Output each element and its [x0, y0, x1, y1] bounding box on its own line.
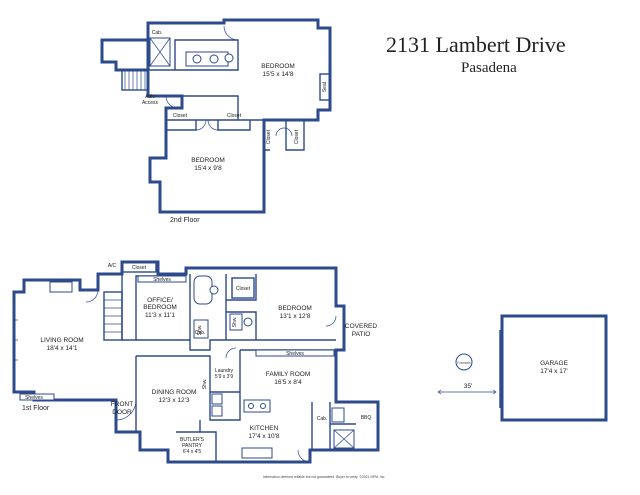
room-dims: 12'3 x 12'3 — [158, 397, 189, 404]
fountain-icon — [455, 353, 473, 371]
room-name: LIVING ROOM — [40, 337, 83, 344]
room-dims: 15'4 x 9'8 — [194, 165, 222, 172]
room-name: BUTLER'S — [180, 437, 205, 443]
closet-label: Closet — [266, 129, 272, 144]
address-title: 2131 Lambert Drive — [386, 32, 566, 57]
distance-label: 35' — [464, 383, 472, 390]
attic-label: Attic — [145, 94, 155, 100]
vanity — [185, 51, 229, 67]
shelves-label: Shelves — [25, 395, 43, 401]
staircase — [121, 69, 149, 91]
city-subtitle: Pasadena — [461, 60, 517, 76]
closet-label: Closet — [294, 129, 300, 144]
closet-label: Closet — [173, 113, 188, 119]
shelves-label: Shelves — [286, 351, 304, 357]
room-name: DINING ROOM — [152, 389, 197, 396]
level-label: 2nd Floor — [170, 217, 200, 224]
toilet-icon — [243, 317, 253, 327]
shelves — [255, 349, 335, 357]
shw-label: Shw. — [197, 325, 203, 336]
window-seat — [319, 73, 331, 101]
room-dims: 17'4 x 17' — [540, 368, 567, 375]
attic-label: Access — [142, 100, 159, 106]
toilet-icon — [224, 53, 234, 63]
shower — [193, 319, 209, 339]
second-floor: Cab. Closet Closet Closet Closet Seat At… — [100, 18, 332, 224]
room-name: PANTRY — [182, 443, 202, 449]
range — [243, 399, 271, 413]
room-dims: 13'1 x 12'8 — [279, 313, 310, 320]
room-name: BEDROOM — [278, 305, 312, 312]
shelves — [137, 275, 187, 283]
ac-label: A/C — [108, 263, 117, 269]
front-door-label: DOOR — [112, 409, 132, 416]
shw-label: Shw. — [232, 317, 238, 328]
closet-label: Closet — [132, 265, 147, 271]
bbq-label: BBQ — [361, 415, 372, 421]
shelves-label: Shelves — [153, 277, 171, 283]
room-dims: 18'4 x 14'1 — [46, 345, 77, 352]
room-name: BEDROOM — [143, 304, 177, 311]
front-door-label: FRONT — [111, 401, 133, 408]
room-name: OFFICE/ — [147, 297, 173, 304]
room-dims: 15'5 x 14'8 — [262, 71, 293, 78]
sink-icon — [209, 54, 219, 64]
sink — [241, 447, 273, 459]
level-label: 1st Floor — [22, 405, 50, 412]
toilet-icon — [209, 285, 219, 295]
disclaimer: Information deemed reliable but not guar… — [263, 475, 386, 479]
first-floor: Closet A/C Shelves Shelves Shelves Shw. … — [12, 260, 380, 464]
room-name: FAMILY ROOM — [266, 371, 311, 378]
room-dims: 6'4 x 4'5 — [183, 449, 202, 455]
room-name: BEDROOM — [261, 63, 295, 70]
garage: GARAGE 17'4 x 17' — [499, 314, 608, 422]
cab-label: Cab. — [152, 30, 163, 36]
room-name: Laundry — [215, 368, 234, 374]
sink — [331, 407, 345, 423]
shw-label: Shw. — [202, 379, 208, 390]
room-dims: 11'3 x 11'1 — [145, 312, 175, 319]
shower — [229, 313, 243, 331]
fireplace — [49, 281, 73, 293]
cab-label: Cab. — [317, 416, 328, 422]
distance-marker — [437, 389, 497, 395]
closet-top — [121, 261, 157, 273]
room-dims: 5'9 x 3'9 — [215, 374, 234, 380]
seat-label: Seat — [322, 81, 328, 92]
closet-label: Closet — [227, 113, 242, 119]
fountain-label: Fountain — [457, 361, 470, 365]
sink-icon — [192, 54, 202, 64]
shelves — [19, 393, 55, 401]
closet-label: Closet — [236, 286, 251, 292]
bathtub — [193, 275, 213, 305]
room-name: KITCHEN — [250, 425, 279, 432]
patio-label: COVERED — [345, 323, 377, 330]
patio-label: PATIO — [352, 331, 371, 338]
room-name: BEDROOM — [191, 157, 225, 164]
room-name: GARAGE — [540, 360, 568, 367]
closet — [231, 277, 255, 299]
room-dims: 17'4 x 10'8 — [248, 433, 279, 440]
washer — [211, 393, 223, 405]
room-dims: 16'5 x 8'4 — [274, 379, 302, 386]
dryer — [211, 405, 223, 417]
cab-label: Cab. — [195, 330, 206, 336]
